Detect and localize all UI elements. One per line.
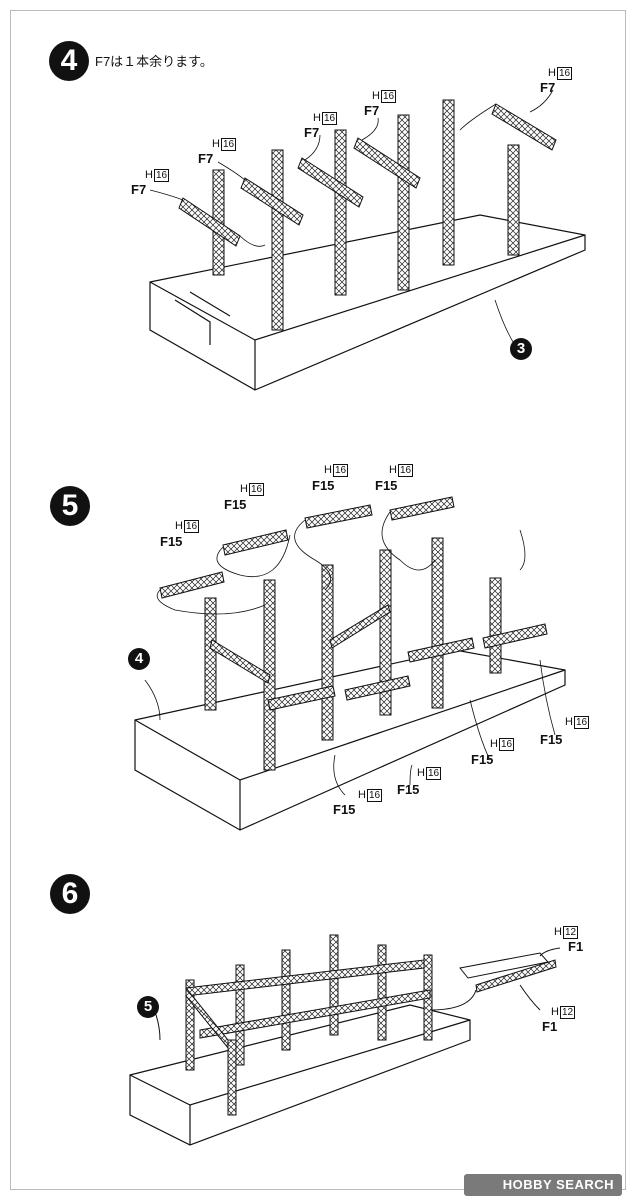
step-5-part-label-5: F15: [540, 732, 563, 747]
step-4-part-label-1: F7: [131, 182, 147, 197]
step-4-part-label-2: F7: [198, 151, 214, 166]
step-4-base: [149, 214, 586, 391]
page-frame: [10, 10, 626, 1190]
step-4-part-label-3: F7: [304, 125, 320, 140]
step-5-part-label-4: F15: [375, 478, 398, 493]
step-6-base: [129, 1004, 471, 1146]
step-5-part-label-1: F15: [160, 534, 183, 549]
step-5-part-label-8: F15: [333, 802, 356, 817]
step-5-part-label-2: F15: [224, 497, 247, 512]
step-4-part-label-4: F7: [364, 103, 380, 118]
step-4-note: F7は１本余ります。: [95, 54, 213, 69]
step-6-part-label-1: F1: [568, 939, 584, 954]
step-6-frame-structure: [185, 934, 433, 1116]
step-6-badge: 6: [50, 874, 90, 914]
step-5-part-label-7: F15: [397, 782, 420, 797]
step-6-ref-badge: 5: [137, 996, 159, 1018]
step-6-f1-parts: [149, 947, 561, 1041]
step-4-beams: [178, 103, 557, 247]
step-4-ref-badge: 3: [510, 338, 532, 360]
step-5-badge: 5: [50, 486, 90, 526]
step-4-part-label-5: F7: [540, 80, 556, 95]
watermark-logo: HOBBY SEARCH: [502, 1177, 614, 1192]
step-5-part-label-6: F15: [471, 752, 494, 767]
watermark-background: [464, 1174, 622, 1196]
step-5-ref-badge: 4: [128, 648, 150, 670]
step-6-part-label-2: F1: [542, 1019, 558, 1034]
step-5-beams: [159, 496, 548, 711]
step-5-part-label-3: F15: [312, 478, 335, 493]
step-4-badge: 4: [49, 41, 89, 81]
step-5-leader-lines: [144, 511, 556, 796]
